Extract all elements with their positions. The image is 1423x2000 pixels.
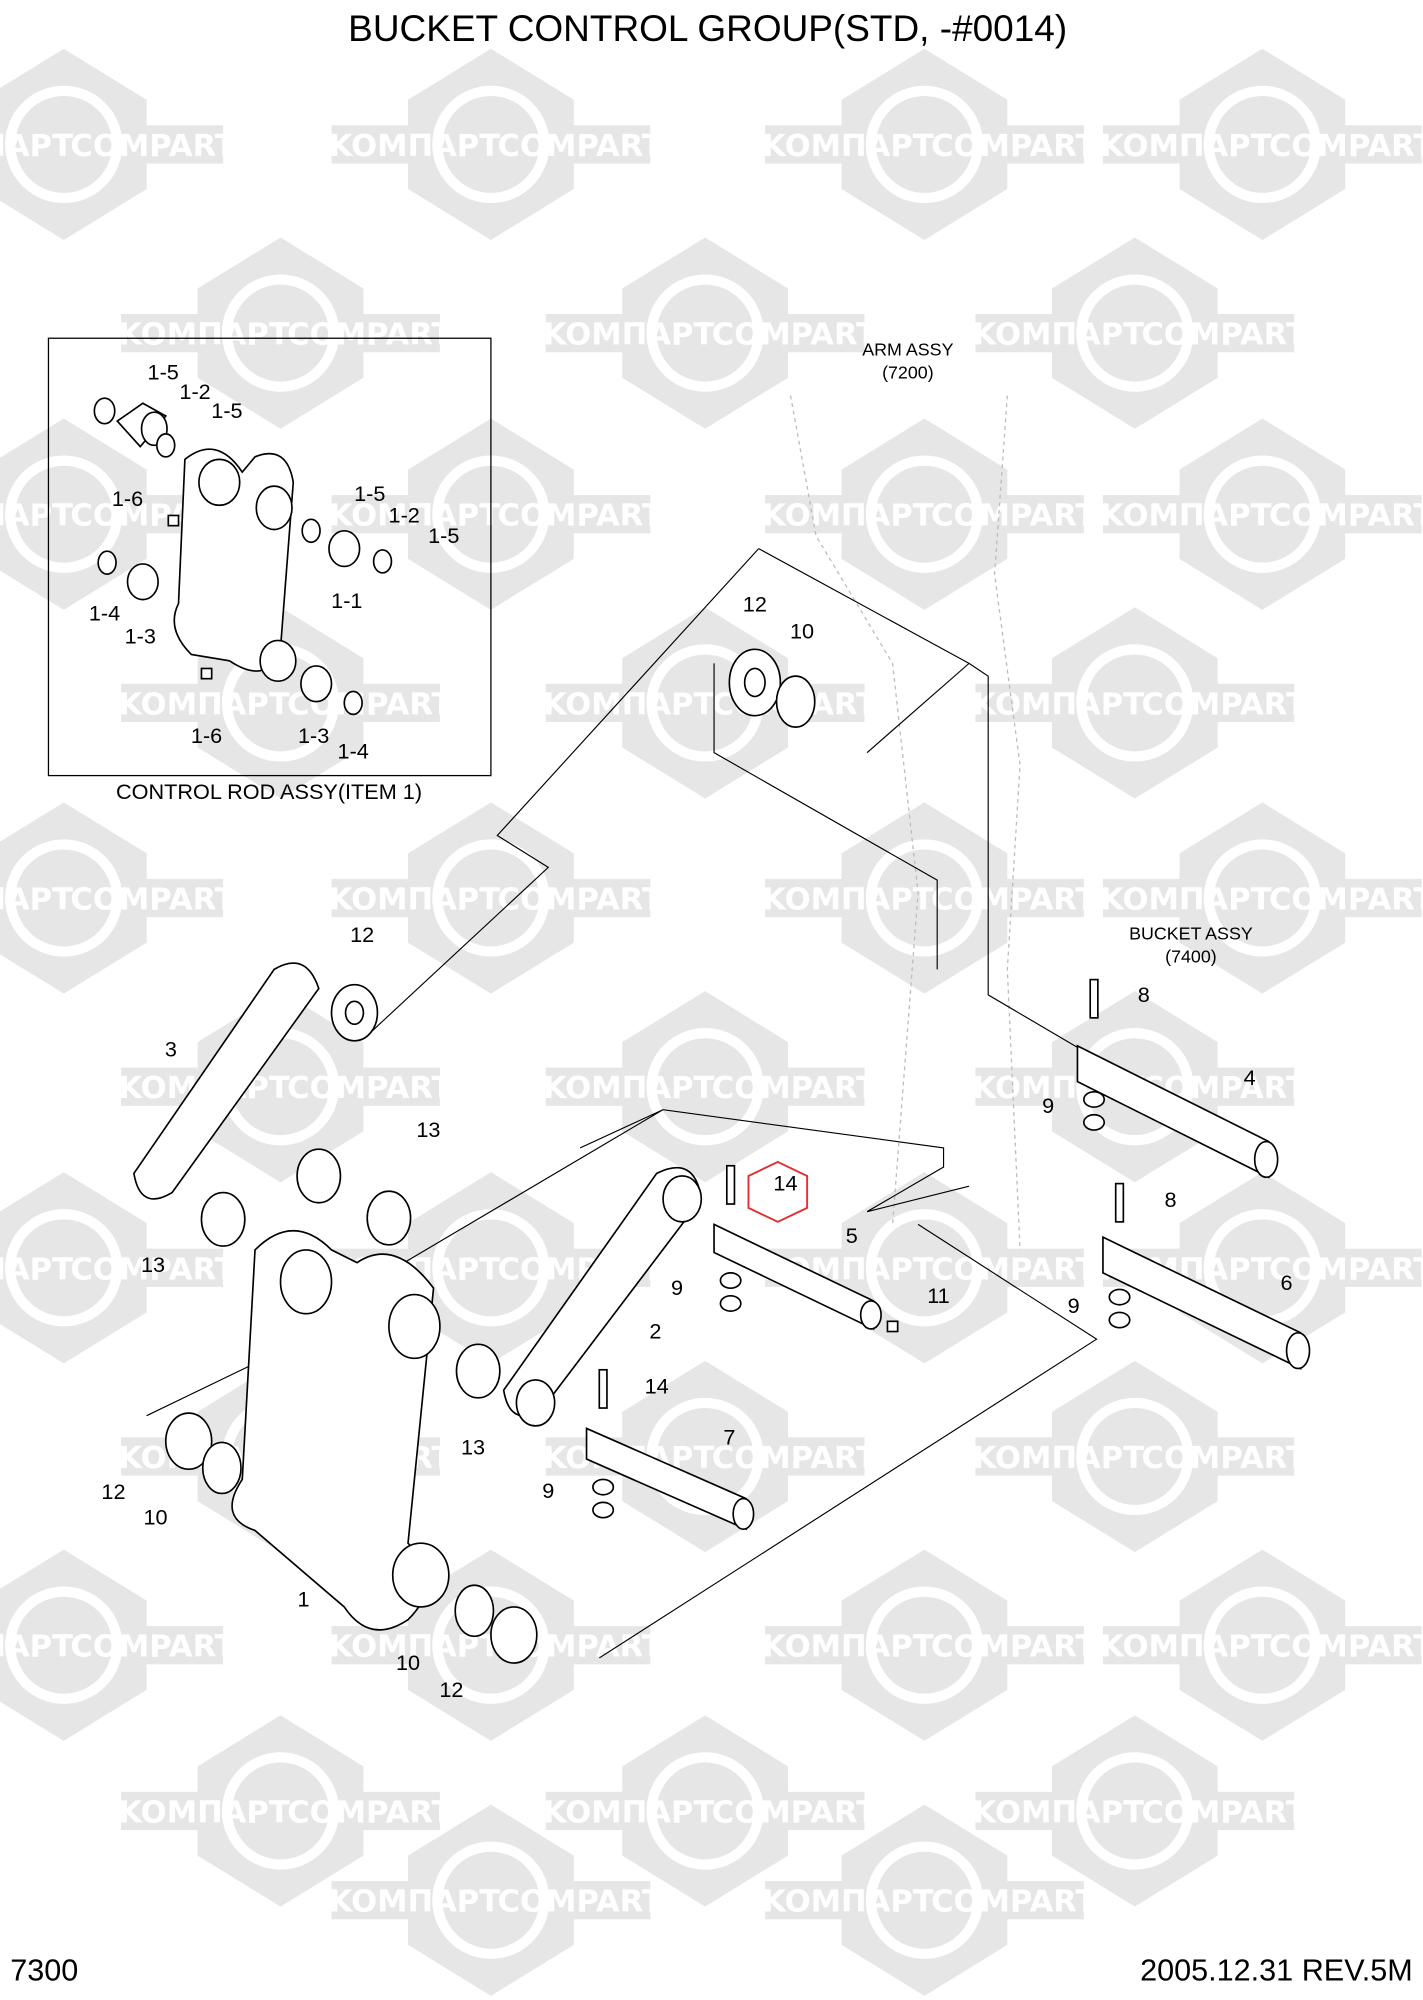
page-number: 7300 xyxy=(10,1954,78,1988)
callout[interactable]: 5 xyxy=(846,1223,858,1248)
callout[interactable]: 10 xyxy=(790,618,814,643)
callout[interactable]: 10 xyxy=(144,1505,168,1530)
inset-callout: 1-5 xyxy=(211,398,242,423)
callout[interactable]: 13 xyxy=(416,1117,440,1142)
callout[interactable]: 13 xyxy=(461,1435,485,1460)
main-parts xyxy=(133,648,1311,1664)
bucket-assy-code: (7400) xyxy=(1165,947,1217,967)
callout[interactable]: 4 xyxy=(1244,1065,1256,1090)
callout[interactable]: 7 xyxy=(723,1424,735,1449)
diagram-title: BUCKET CONTROL GROUP(STD, -#0014) xyxy=(348,8,1067,49)
callout-highlighted[interactable]: 14 xyxy=(773,1171,797,1196)
inset-callout: 1-5 xyxy=(428,523,459,548)
bucket-assy-label: BUCKET ASSY xyxy=(1129,924,1253,944)
callout[interactable]: 2 xyxy=(649,1319,661,1344)
inset-callout: 1-6 xyxy=(191,723,222,748)
callout[interactable]: 6 xyxy=(1281,1270,1293,1295)
arm-assy-code: (7200) xyxy=(882,363,934,383)
inset-callout: 1-2 xyxy=(389,502,420,527)
inset-callout: 1-5 xyxy=(354,481,385,506)
inset-callout: 1-4 xyxy=(89,601,120,626)
inset-callout: 1-4 xyxy=(338,738,369,763)
callout[interactable]: 12 xyxy=(743,592,767,617)
callouts: 12 10 12 3 8 4 9 13 14 8 5 13 9 11 9 6 2… xyxy=(101,592,1292,1702)
watermark-pattern xyxy=(0,49,1423,1996)
inset-callout: 1-3 xyxy=(298,723,329,748)
inset-callout: 1-1 xyxy=(331,588,362,613)
control-rod-assy-inset: 1-5 1-2 1-5 1-6 1-5 1-2 1-5 1-1 1-4 1-3 … xyxy=(47,337,492,777)
callout[interactable]: 12 xyxy=(350,922,374,947)
callout[interactable]: 14 xyxy=(645,1373,669,1398)
revision-date: 2005.12.31 REV.5M xyxy=(1140,1954,1413,1988)
inset-callout: 1-2 xyxy=(179,379,210,404)
callout[interactable]: 3 xyxy=(165,1037,177,1062)
inset-callout: 1-5 xyxy=(148,360,179,385)
callout[interactable]: 9 xyxy=(542,1478,554,1503)
callout[interactable]: 8 xyxy=(1165,1187,1177,1212)
callout[interactable]: 1 xyxy=(297,1586,309,1611)
callout[interactable]: 8 xyxy=(1138,982,1150,1007)
callout[interactable]: 13 xyxy=(141,1252,165,1277)
inset-caption: CONTROL ROD ASSY(ITEM 1) xyxy=(116,779,422,804)
callout[interactable]: 9 xyxy=(1068,1293,1080,1318)
callout[interactable]: 12 xyxy=(101,1479,125,1504)
callout[interactable]: 10 xyxy=(396,1650,420,1675)
callout[interactable]: 12 xyxy=(439,1677,463,1702)
highlight-hexagon[interactable] xyxy=(747,1160,809,1223)
callout[interactable]: 9 xyxy=(1042,1093,1054,1118)
callout[interactable]: 11 xyxy=(927,1283,949,1308)
arm-assy-label: ARM ASSY xyxy=(862,340,953,360)
inset-callout: 1-3 xyxy=(125,624,156,649)
callout[interactable]: 9 xyxy=(671,1275,683,1300)
inset-callout: 1-6 xyxy=(112,486,143,511)
